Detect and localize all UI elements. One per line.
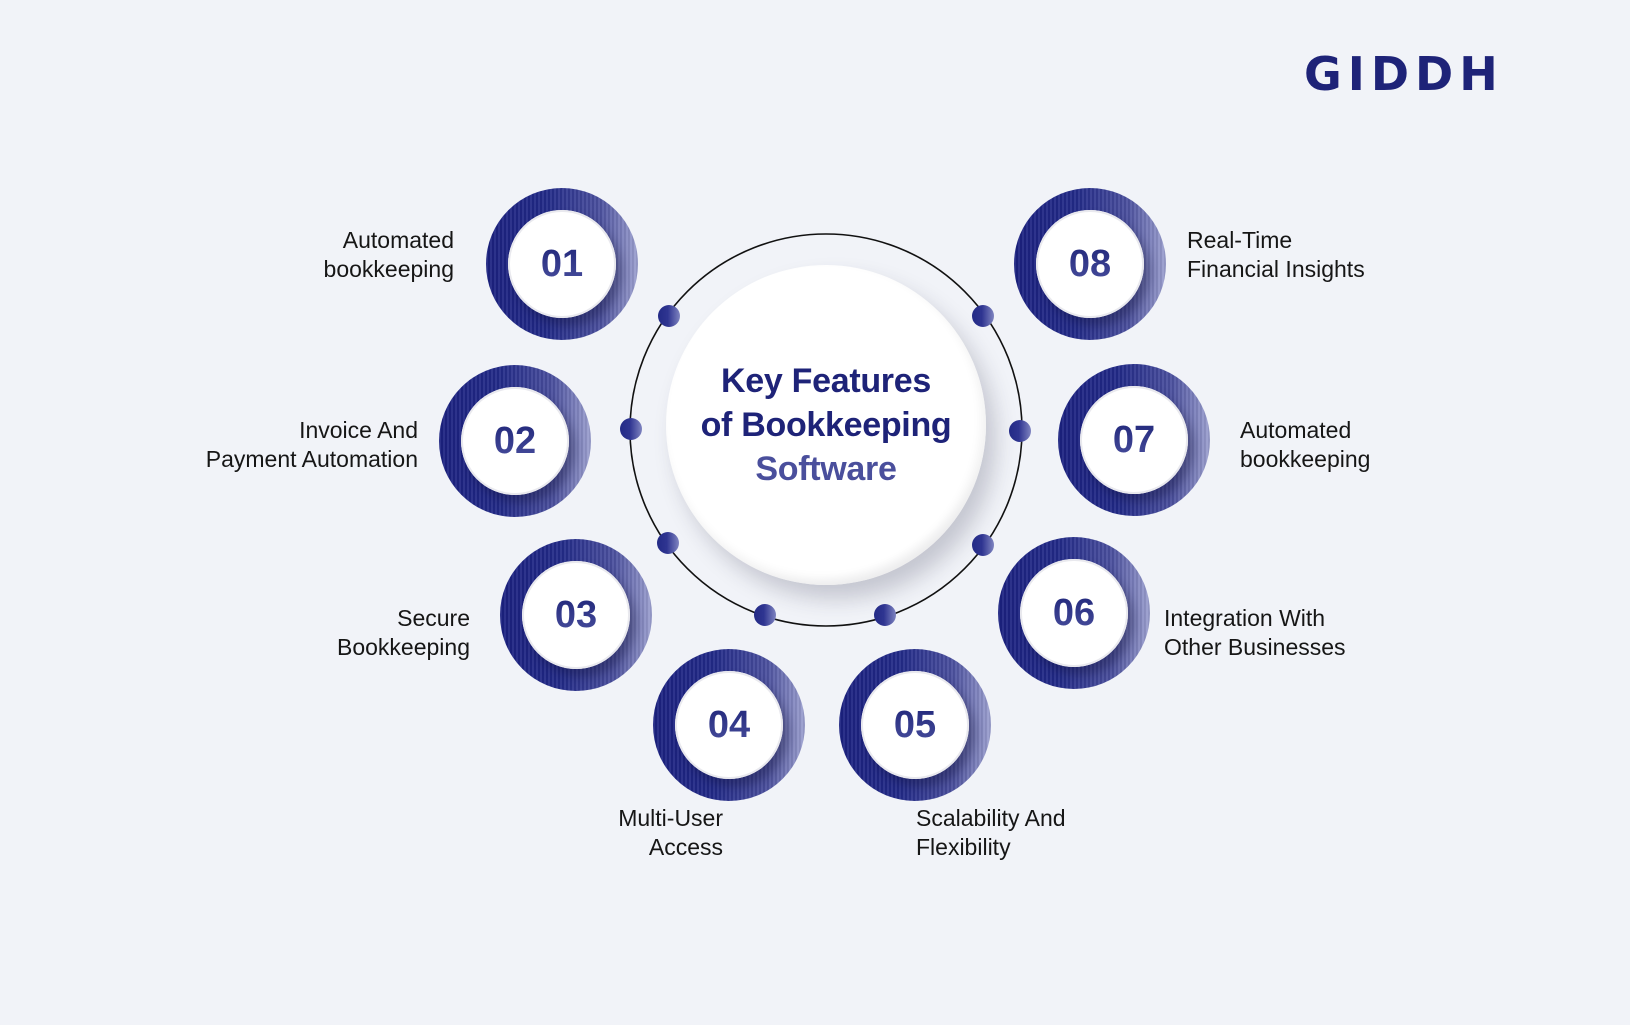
feature-badge-05: 05 [839, 649, 991, 801]
feature-number: 07 [1112, 418, 1156, 461]
feature-label-07: Automated bookkeeping [1240, 416, 1370, 474]
feature-label-03: Secure Bookkeeping [337, 604, 470, 662]
feature-badge-06: 06 [998, 537, 1150, 689]
feature-label-line-2: Other Businesses [1164, 634, 1346, 660]
feature-badge-inner: 08 [1036, 210, 1144, 318]
feature-label-line-1: Scalability And [916, 805, 1066, 831]
feature-number: 06 [1052, 591, 1096, 634]
feature-number: 08 [1068, 242, 1112, 285]
logo-text: GIDDH [1304, 47, 1504, 101]
orbit-dot [1009, 420, 1031, 442]
orbit-dot [754, 604, 776, 626]
feature-label-line-1: Automated [342, 227, 454, 253]
orbit-dot [972, 534, 994, 556]
feature-number: 04 [707, 703, 751, 746]
orbit-dot [972, 305, 994, 327]
center-title-line-1: Key Features [721, 362, 931, 400]
feature-badge-03: 03 [500, 539, 652, 691]
center-hub: Key Features of Bookkeeping Software [666, 265, 986, 585]
feature-badge-01: 01 [486, 188, 638, 340]
feature-badge-inner: 06 [1020, 559, 1128, 667]
feature-label-line-2: Financial Insights [1187, 256, 1365, 282]
feature-label-line-1: Automated [1240, 417, 1352, 443]
center-title-line-3: Software [755, 450, 897, 488]
feature-label-line-2: Access [648, 834, 723, 860]
feature-number: 02 [493, 419, 537, 462]
feature-badge-02: 02 [439, 365, 591, 517]
feature-badge-04: 04 [653, 649, 805, 801]
giddh-logo: GIDDH [1304, 46, 1504, 102]
feature-badge-inner: 01 [508, 210, 616, 318]
orbit-dot [620, 418, 642, 440]
orbit-dot [657, 532, 679, 554]
feature-badge-08: 08 [1014, 188, 1166, 340]
feature-number: 01 [540, 242, 584, 285]
feature-label-01: Automated bookkeeping [324, 226, 454, 284]
orbit-dot [658, 305, 680, 327]
feature-label-02: Invoice And Payment Automation [206, 416, 418, 474]
feature-badge-07: 07 [1058, 364, 1210, 516]
feature-badge-inner: 03 [522, 561, 630, 669]
feature-number: 03 [554, 593, 598, 636]
feature-label-line-1: Invoice And [299, 417, 418, 443]
feature-label-line-1: Real-Time [1187, 227, 1293, 253]
feature-number: 05 [893, 703, 937, 746]
feature-label-line-1: Multi-User [618, 805, 723, 831]
feature-badge-inner: 07 [1080, 386, 1188, 494]
feature-label-06: Integration With Other Businesses [1164, 604, 1346, 662]
feature-label-08: Real-Time Financial Insights [1187, 226, 1365, 284]
orbit-dot [874, 604, 896, 626]
feature-label-line-2: Flexibility [916, 834, 1011, 860]
feature-label-05: Scalability And Flexibility [916, 804, 1066, 862]
feature-label-line-2: bookkeeping [323, 256, 454, 282]
feature-label-line-2: Bookkeeping [337, 634, 470, 660]
feature-label-line-1: Secure [397, 605, 470, 631]
center-title-line-2: of Bookkeeping [700, 406, 952, 444]
feature-label-line-1: Integration With [1164, 605, 1326, 631]
feature-label-04: Multi-User Access [618, 804, 723, 862]
feature-label-line-2: bookkeeping [1240, 446, 1371, 472]
feature-badge-inner: 02 [461, 387, 569, 495]
feature-badge-inner: 04 [675, 671, 783, 779]
feature-label-line-2: Payment Automation [205, 446, 418, 472]
feature-badge-inner: 05 [861, 671, 969, 779]
center-title: Key Features of Bookkeeping Software [701, 359, 952, 491]
